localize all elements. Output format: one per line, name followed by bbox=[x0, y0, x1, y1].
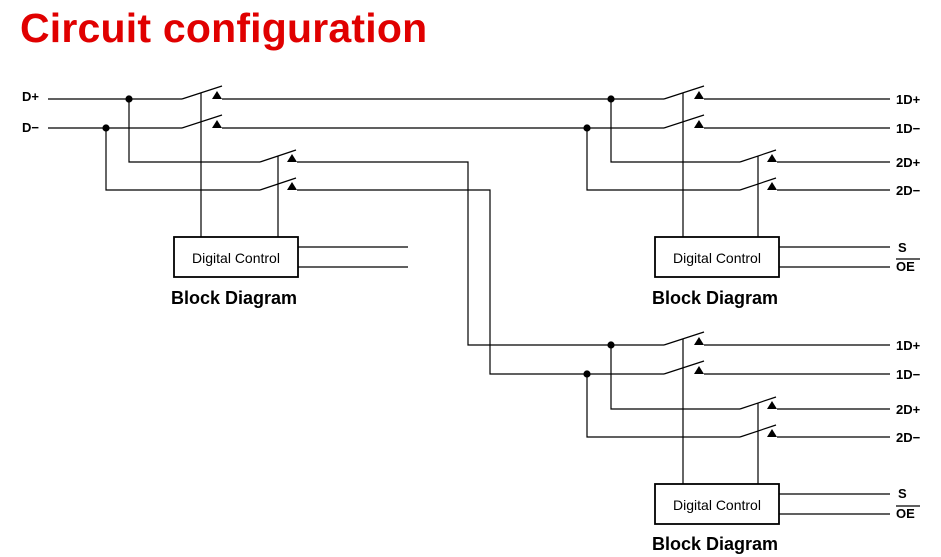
control-pin-s: S bbox=[898, 240, 907, 255]
output-label-2d-minus: 2D− bbox=[896, 430, 921, 445]
switch-blade bbox=[663, 85, 705, 100]
output-label-1d-minus: 1D− bbox=[896, 121, 921, 136]
switch-blade bbox=[739, 177, 777, 191]
switch-blade bbox=[663, 360, 705, 375]
digital-control-label: Digital Control bbox=[192, 250, 280, 266]
digital-control-box bbox=[654, 236, 780, 278]
output-label-2d-plus: 2D+ bbox=[896, 155, 921, 170]
output-label-2d-plus: 2D+ bbox=[896, 402, 921, 417]
output-label-2d-minus: 2D− bbox=[896, 183, 921, 198]
output-label-1d-minus: 1D− bbox=[896, 367, 921, 382]
block-diagram-caption: Block Diagram bbox=[171, 288, 297, 308]
control-pin-oe: OE bbox=[896, 259, 915, 274]
block-diagram-caption: Block Diagram bbox=[652, 534, 778, 554]
digital-control-label: Digital Control bbox=[673, 497, 761, 513]
digital-control-label: Digital Control bbox=[673, 250, 761, 266]
switch-blade bbox=[739, 424, 777, 438]
switch-blade bbox=[181, 114, 223, 129]
switch-blade bbox=[663, 114, 705, 129]
page-title: Circuit configuration bbox=[20, 5, 428, 51]
interconnect-wires bbox=[222, 98, 664, 375]
control-pin-oe: OE bbox=[896, 506, 915, 521]
digital-control-box bbox=[654, 483, 780, 525]
lower-right-block: 1D+ 1D− 2D+ 2D− Digital Control S OE Blo… bbox=[583, 331, 921, 554]
output-label-1d-plus: 1D+ bbox=[896, 338, 921, 353]
digital-control-box bbox=[173, 236, 299, 278]
switch-blade bbox=[259, 177, 297, 191]
control-pin-s: S bbox=[898, 486, 907, 501]
upper-right-block: 1D+ 1D− 2D+ 2D− Digital Control S OE Blo… bbox=[583, 85, 921, 308]
left-block: D+ D− Digital Control Block Diagram bbox=[22, 85, 408, 308]
input-label-d-minus: D− bbox=[22, 120, 39, 135]
switch-blade bbox=[181, 85, 223, 100]
switch-blade bbox=[663, 331, 705, 346]
output-label-1d-plus: 1D+ bbox=[896, 92, 921, 107]
block-diagram-caption: Block Diagram bbox=[652, 288, 778, 308]
input-label-d-plus: D+ bbox=[22, 89, 39, 104]
